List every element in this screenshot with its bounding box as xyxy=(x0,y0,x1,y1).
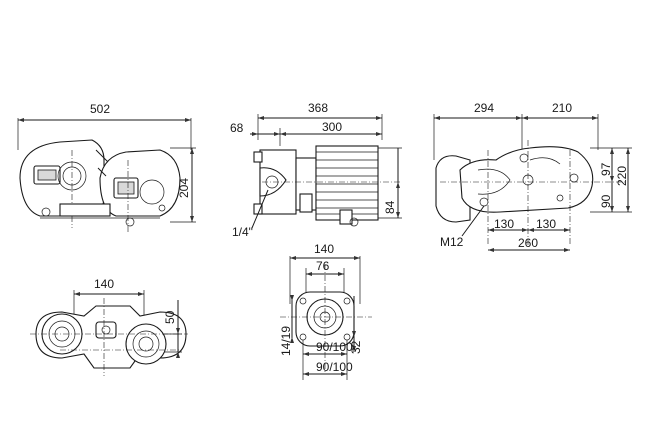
rear-pump-body xyxy=(459,146,594,213)
dim-label-top-spacing: 140 xyxy=(94,277,114,291)
dim-label-side-height: 84 xyxy=(383,200,397,214)
dim-label-flange-inner: 76 xyxy=(316,259,330,273)
dim-label-flange-pitch-h: 90/100 xyxy=(316,360,353,374)
dim-label-rear-h1: 97 xyxy=(599,162,613,176)
dim-label-flange-pitch-v: 90/100 xyxy=(316,340,353,354)
dim-label-flange-bolt: 14/19 xyxy=(279,326,293,356)
dim-label-flange-outer: 140 xyxy=(314,242,334,256)
dim-label-rear-right: 210 xyxy=(552,101,572,115)
dim-label-front-height: 204 xyxy=(177,178,191,198)
dim-label-rear-bottom-total: 260 xyxy=(518,236,538,250)
top-view: 140 50 xyxy=(30,277,188,376)
dim-label-rear-left: 294 xyxy=(474,101,494,115)
dim-label-thread: 1/4" xyxy=(232,225,253,239)
side-view: 368 68 300 8 xyxy=(230,101,402,239)
front-base xyxy=(59,203,111,217)
front-view: 502 204 xyxy=(17,102,196,232)
dim-label-side-overall: 368 xyxy=(308,101,328,115)
dim-label-bolt: M12 xyxy=(440,235,464,249)
bolt-leader xyxy=(461,205,485,237)
side-motor xyxy=(315,145,379,221)
dim-label-side-body: 300 xyxy=(322,120,342,134)
dim-label-rear-bottom1: 130 xyxy=(494,217,514,231)
dim-label-flange-small: 32 xyxy=(349,340,363,354)
dim-label-rear-h2: 220 xyxy=(615,166,629,186)
dim-label-side-offset: 68 xyxy=(230,121,244,135)
thread-leader xyxy=(251,189,269,229)
left-motor-housing xyxy=(19,139,105,217)
dim-label-rear-h3: 90 xyxy=(599,194,613,208)
top-right-motor xyxy=(125,323,167,365)
dim-label-top-offset: 50 xyxy=(163,310,177,324)
right-motor-housing xyxy=(99,149,181,217)
dim-label-rear-bottom2: 130 xyxy=(536,217,556,231)
dim-label-front-width: 502 xyxy=(90,102,110,116)
rear-view: 294 210 97 220 90 130 xyxy=(433,101,632,252)
flange-view: 140 76 14/19 32 90/100 90/100 xyxy=(279,242,372,380)
